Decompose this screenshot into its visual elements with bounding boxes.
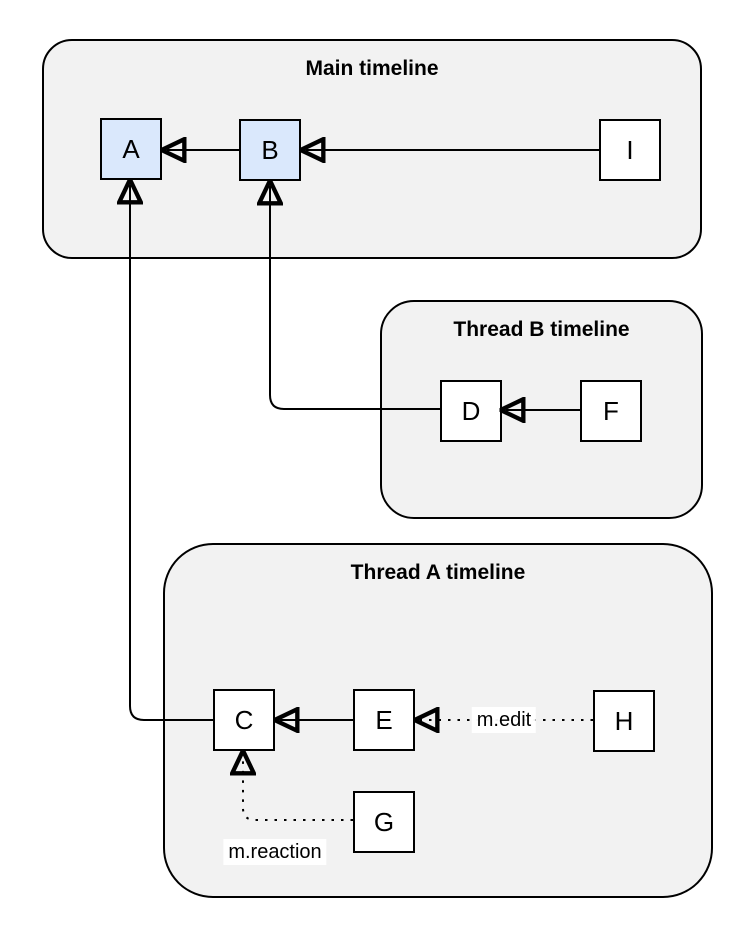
node-C: C	[213, 689, 275, 751]
node-G: G	[353, 791, 415, 853]
container-title-thread-a: Thread A timeline	[350, 561, 526, 584]
container-thread-b-timeline: Thread B timeline	[380, 300, 703, 519]
node-B: B	[239, 119, 301, 181]
edge-label-m-reaction: m.reaction	[223, 839, 327, 865]
node-F: F	[580, 380, 642, 442]
edge-label-m-edit: m.edit	[471, 707, 537, 733]
node-H: H	[593, 690, 655, 752]
node-A: A	[100, 118, 162, 180]
node-I: I	[599, 119, 661, 181]
node-D: D	[440, 380, 502, 442]
container-title-thread-b: Thread B timeline	[453, 318, 630, 341]
container-title-main: Main timeline	[305, 57, 439, 80]
node-E: E	[353, 689, 415, 751]
